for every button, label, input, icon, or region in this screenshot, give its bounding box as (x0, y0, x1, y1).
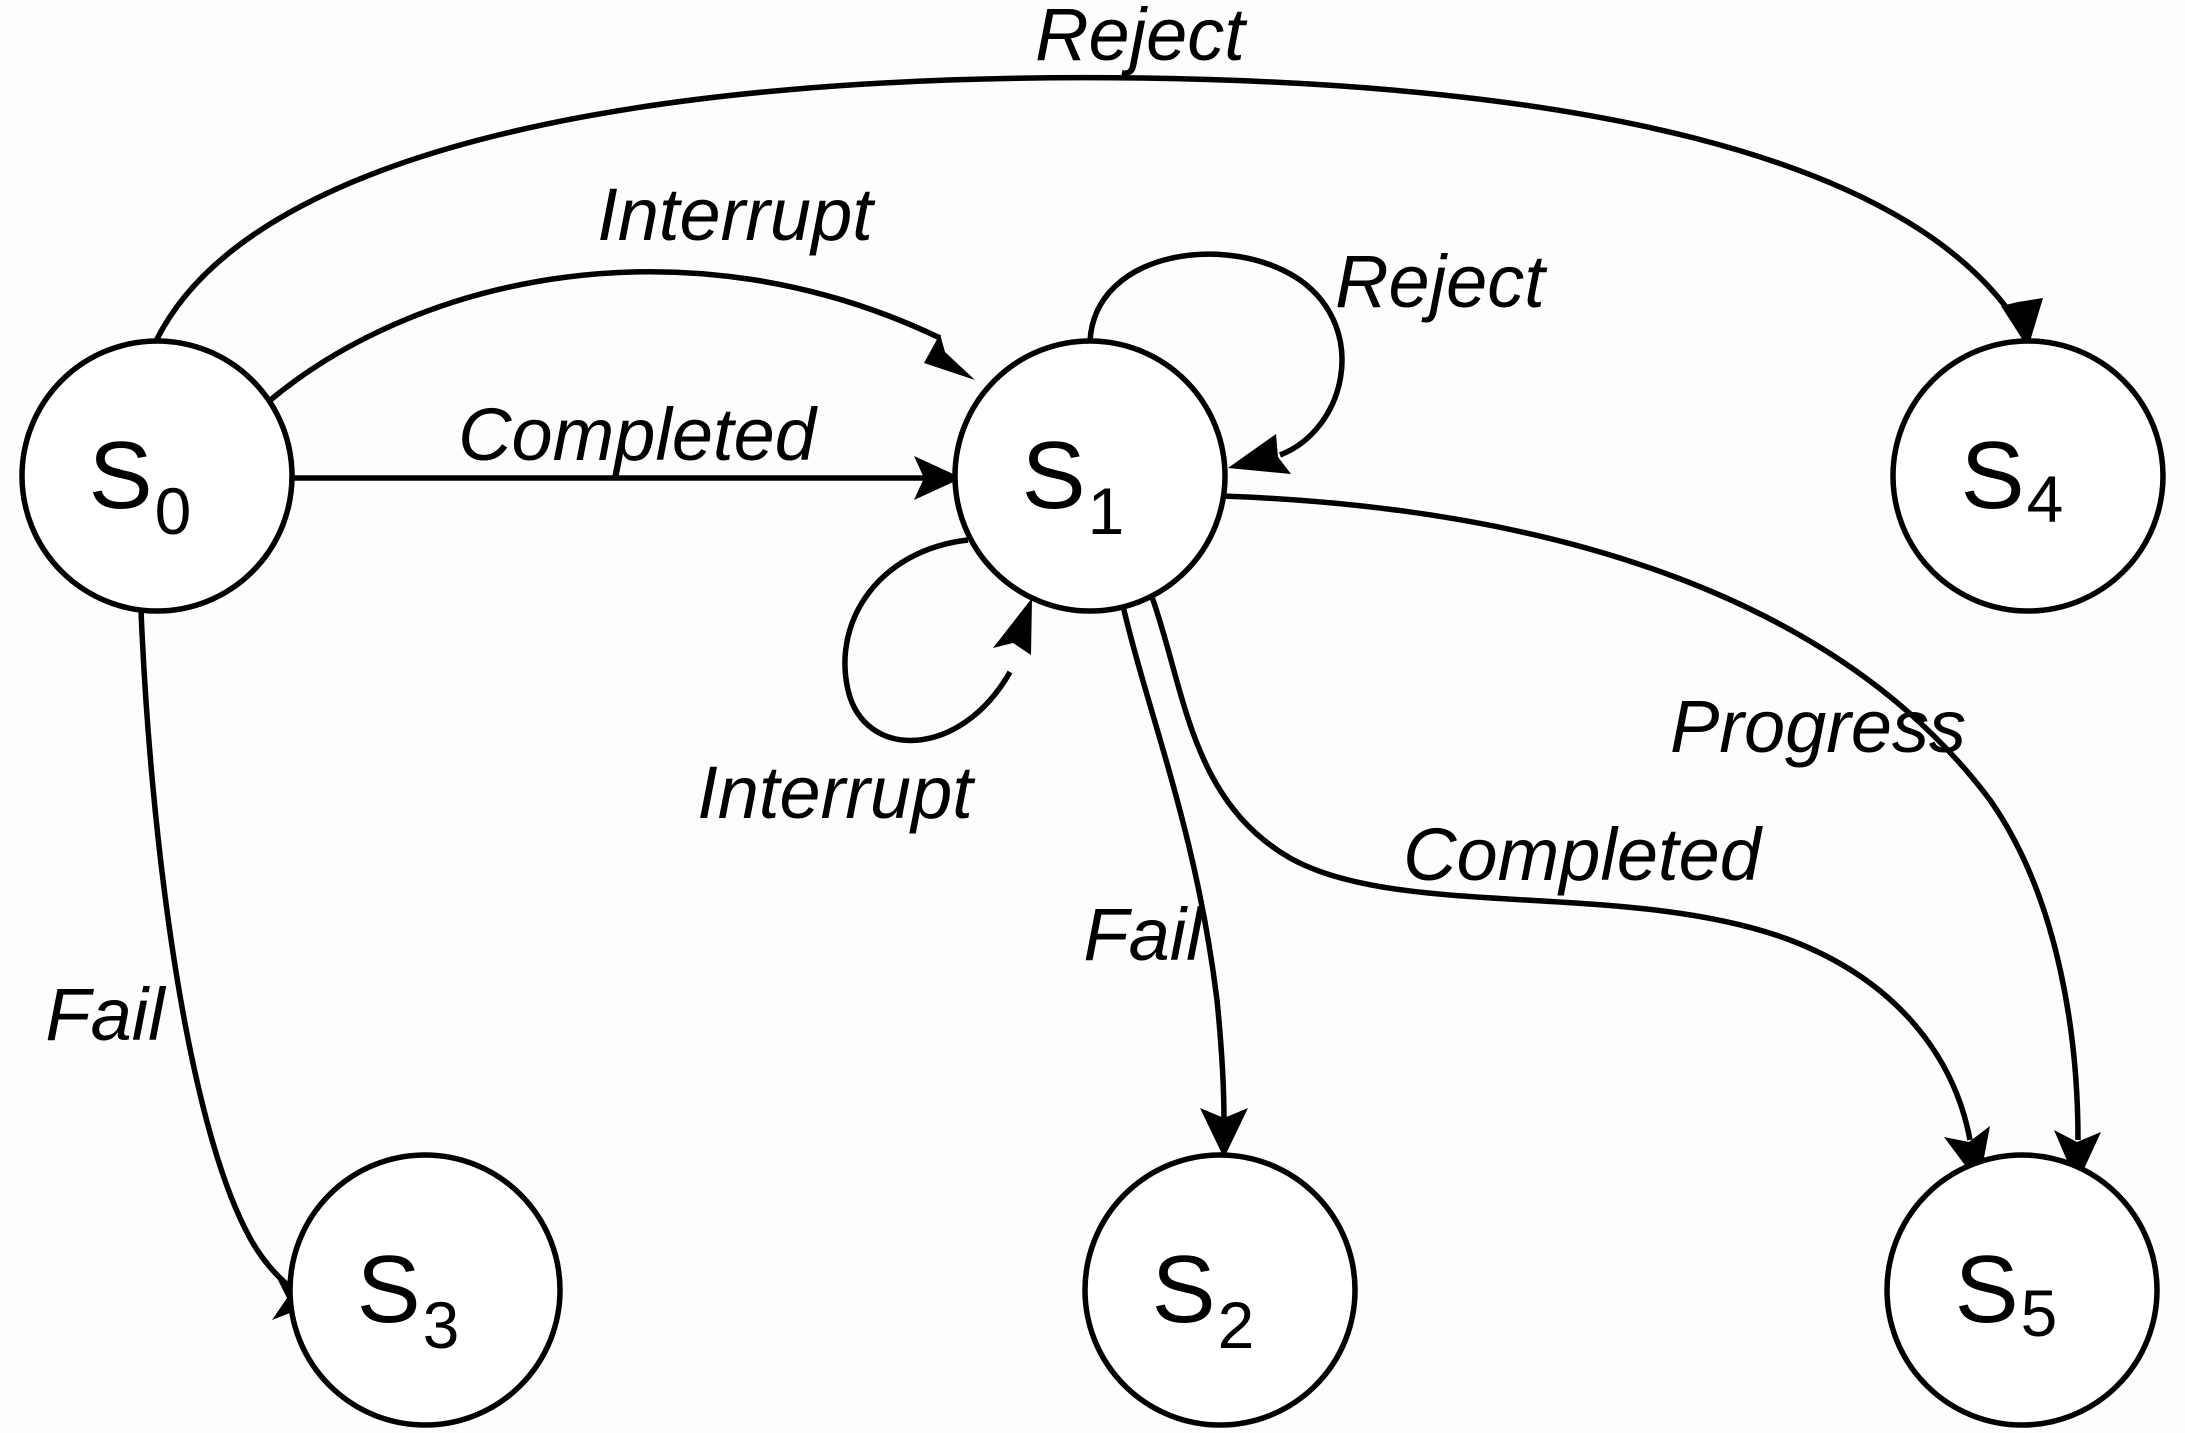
arrow-head-s1-s5-progress (2054, 1130, 2101, 1184)
edge-path-s1-self-reject (1087, 251, 1345, 458)
arrow-head-s1-self-interrupt (993, 598, 1032, 655)
state-label-s1-sub: 1 (1088, 474, 1125, 548)
arrow-head-s1-s2-fail (1200, 1108, 1248, 1158)
state-label-s3: S3 (357, 1236, 460, 1362)
state-node-s3[interactable]: S3 (287, 1152, 563, 1428)
transition-s1-to-s5-progress[interactable]: Progress (1221, 493, 2101, 1184)
edge-label-s1-self-interrupt: Interrupt (697, 751, 976, 834)
state-circle-s2 (1082, 1152, 1358, 1428)
state-label-s4-sub: 4 (2027, 462, 2064, 536)
state-circle-s1 (952, 338, 1228, 614)
edge-label-s1-s5-progress: Progress (1670, 685, 1966, 768)
state-label-s1-base: S (1022, 422, 1086, 529)
state-label-s0: S0 (89, 422, 192, 548)
edge-path-s1-s5-completed (1149, 596, 1973, 1141)
edge-label-s1-s2-fail: Fail (1083, 893, 1205, 976)
state-label-s4: S4 (1961, 422, 2064, 536)
transition-s1-self-reject[interactable]: Reject (1087, 240, 1548, 474)
edge-label-s1-self-reject: Reject (1335, 240, 1548, 323)
state-label-s3-sub: 3 (423, 1288, 460, 1362)
state-circle-s0 (19, 338, 295, 614)
state-circle-s3 (287, 1152, 563, 1428)
edge-label-s0-s3-fail: Fail (45, 973, 167, 1056)
state-label-s2-base: S (1152, 1236, 1216, 1343)
state-circle-s5 (1884, 1152, 2160, 1428)
transition-s0-to-s3-fail[interactable]: Fail (45, 609, 323, 1320)
edge-path-s0-s1-interrupt (266, 269, 942, 405)
transition-s0-to-s1-completed[interactable]: Completed (292, 393, 962, 500)
edge-label-s0-s4-reject: Reject (1035, 0, 1248, 76)
arrow-head-s1-self-reject (1228, 434, 1291, 474)
state-label-s2-sub: 2 (1218, 1288, 1255, 1362)
state-node-s4[interactable]: S4 (1890, 338, 2166, 614)
edge-path-s1-s5-progress (1221, 493, 2081, 1141)
transition-s1-self-interrupt[interactable]: Interrupt (697, 537, 1032, 834)
edge-path-s0-s4-reject (153, 74, 2021, 343)
transition-s1-to-s2-fail[interactable]: Fail (1083, 605, 1248, 1158)
arrow-head-s0-s4-reject (2001, 298, 2043, 348)
state-label-s5-sub: 5 (2021, 1276, 2058, 1350)
state-circle-s4 (1890, 338, 2166, 614)
state-node-s0[interactable]: S0 (19, 338, 295, 614)
state-node-s5[interactable]: S5 (1884, 1152, 2160, 1428)
transition-s0-to-s4-reject[interactable]: Reject (153, 0, 2043, 348)
state-node-s1[interactable]: S1 (952, 338, 1228, 614)
state-node-s2[interactable]: S2 (1082, 1152, 1358, 1428)
edge-path-s0-s3-fail (138, 609, 302, 1297)
state-label-s0-sub: 0 (155, 474, 192, 548)
edge-path-s1-s2-fail (1120, 605, 1227, 1121)
state-label-s4-base: S (1961, 422, 2025, 529)
edge-label-s1-s5-completed: Completed (1403, 813, 1764, 896)
arrow-head-s0-s1-interrupt (924, 334, 975, 380)
transition-s0-to-s1-interrupt[interactable]: Interrupt (266, 173, 975, 405)
state-label-s5-base: S (1955, 1236, 2019, 1343)
edge-label-s0-s1-interrupt: Interrupt (597, 173, 876, 256)
state-label-s5: S5 (1955, 1236, 2058, 1350)
edge-label-s0-s1-completed: Completed (458, 393, 819, 476)
arrow-head-s0-s1-completed (914, 456, 962, 500)
edge-path-s1-self-interrupt (842, 537, 1013, 744)
state-label-s1: S1 (1022, 422, 1125, 548)
state-label-s2: S2 (1152, 1236, 1255, 1362)
state-label-s0-base: S (89, 422, 153, 529)
state-label-s3-base: S (357, 1236, 421, 1343)
